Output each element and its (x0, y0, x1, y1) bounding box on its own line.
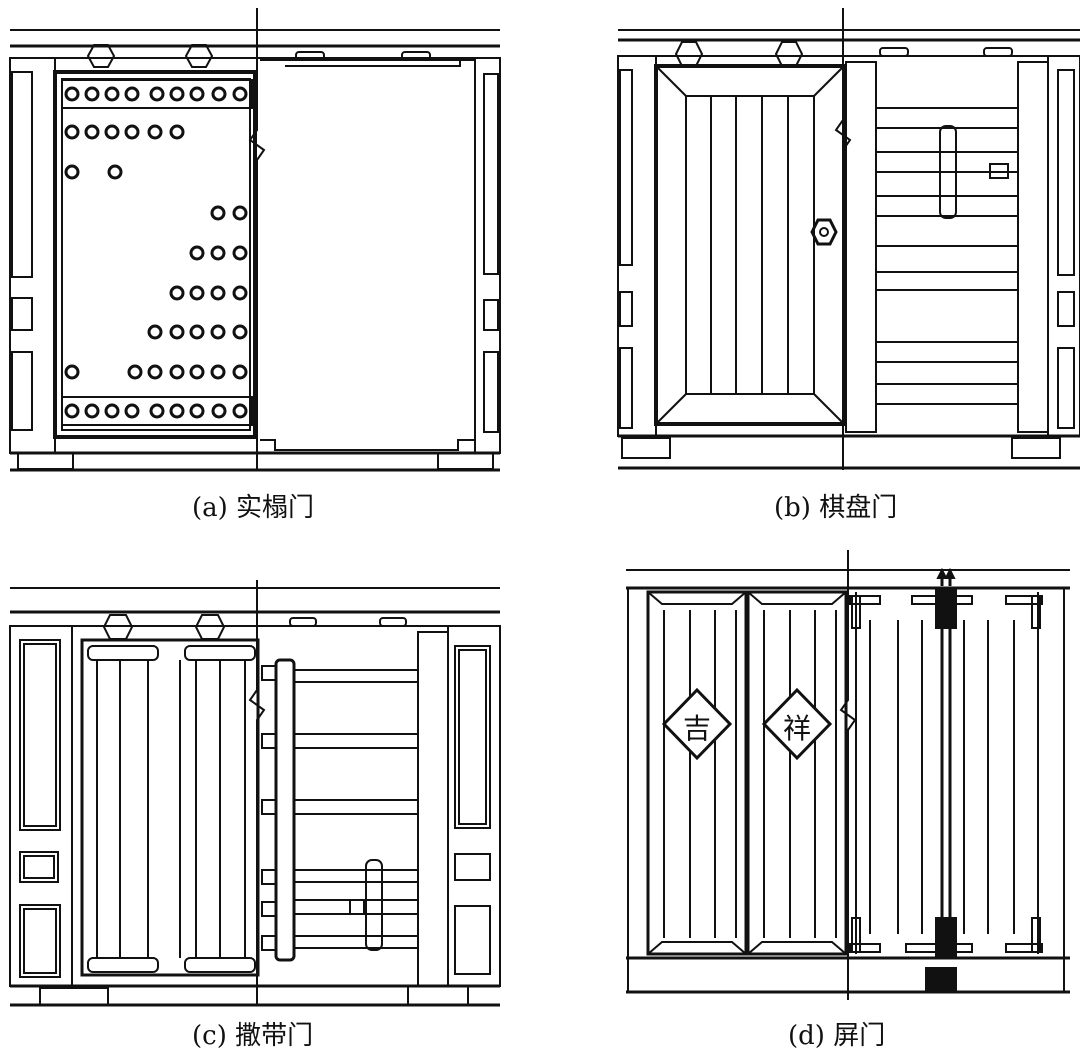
caption-d: (d) 屏门 (788, 1021, 886, 1051)
panel-a-drawing (10, 8, 500, 470)
caption-a: (a) 实榻门 (192, 493, 315, 523)
panel-c-drawing (10, 580, 500, 1005)
caption-c: (c) 撒带门 (192, 1021, 314, 1051)
plaque-left-character: 吉 (683, 712, 712, 745)
plaque-right-character: 祥 (783, 712, 812, 745)
caption-b: (b) 棋盘门 (774, 493, 898, 523)
panel-b-drawing (618, 8, 1080, 470)
panel-d-drawing (626, 550, 1070, 1000)
